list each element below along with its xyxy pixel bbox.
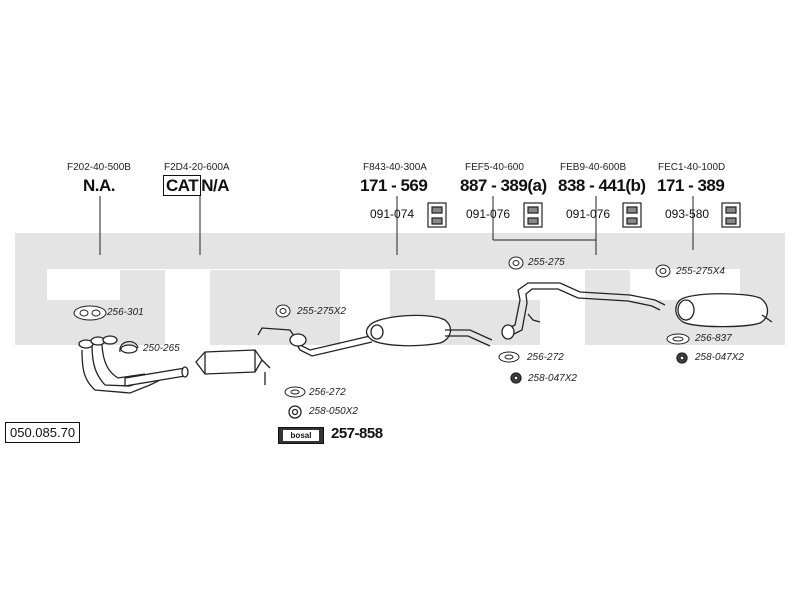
accessory-rubber-255-275X2: [275, 304, 291, 318]
accessory-gasket-256-272-a: [284, 386, 306, 398]
middle-silencer: [365, 314, 452, 347]
cat-label: CAT: [163, 175, 202, 196]
accessory-gasket-256-301: [73, 305, 107, 321]
accessory-label: 256-272: [309, 387, 346, 398]
hanger-part: 091-076: [466, 207, 511, 221]
bosal-watermark: [15, 233, 785, 345]
accessory-label: 258-047X2: [528, 373, 577, 384]
accessory-gasket-256-837: [666, 333, 690, 345]
part-number: 838 - 441(b): [558, 176, 646, 195]
accessory-nut-258-050X2: [288, 405, 302, 419]
accessory-label: 256-301: [107, 307, 144, 318]
accessory-rubber-255-275: [508, 256, 524, 270]
accessory-nut-258-047X2-b: [676, 352, 688, 364]
intermediate-pipe: [257, 327, 373, 357]
oe-number: FEC1-40-100D: [658, 162, 726, 173]
hanger-part: 091-074: [370, 207, 415, 221]
hanger-icon-3: [622, 202, 642, 228]
accessory-rubber-255-275X4: [655, 264, 671, 278]
part-number: 887 - 389(a): [460, 176, 547, 195]
catalytic-converter: [195, 349, 271, 385]
oe-number: FEF5-40-600: [465, 162, 524, 173]
accessory-label: 255-275X4: [676, 266, 725, 277]
hanger-part: 091-076: [566, 207, 611, 221]
accessory-label: 250-265: [143, 343, 180, 354]
rear-silencer: [675, 293, 773, 328]
hanger-icon-4: [721, 202, 741, 228]
accessory-label: 258-050X2: [309, 406, 358, 417]
accessory-label: 258-047X2: [695, 352, 744, 363]
accessory-gasket-256-272-b: [498, 351, 520, 363]
oe-number: FEB9-40-600B: [560, 162, 627, 173]
front-pipe: [78, 335, 189, 394]
bosal-kit-text: bosal: [283, 430, 319, 441]
part-number: 171 - 389: [657, 176, 725, 195]
part-number: N.A.: [83, 176, 116, 195]
bosal-kit-badge: bosal: [278, 427, 324, 444]
accessory-clamp-250-265: [119, 341, 139, 354]
accessory-label: 256-837: [695, 333, 732, 344]
hanger-icon-2: [523, 202, 543, 228]
oe-number: F202-40-500B: [67, 162, 131, 173]
diagram-reference: 050.085.70: [5, 422, 81, 443]
accessory-nut-258-047X2-a: [510, 372, 522, 384]
rear-pipe: [501, 282, 666, 340]
mounting-kit-number: 257-858: [331, 425, 383, 442]
hanger-part: 093-580: [665, 207, 710, 221]
accessory-label: 255-275: [528, 257, 565, 268]
cat-part: N/A: [201, 176, 229, 195]
hanger-icon-1: [427, 202, 447, 228]
accessory-label: 256-272: [527, 352, 564, 363]
accessory-label: 255-275X2: [297, 306, 346, 317]
oe-number: F2D4-20-600A: [164, 162, 230, 173]
part-number: 171 - 569: [360, 176, 428, 195]
oe-number: F843-40-300A: [363, 162, 427, 173]
